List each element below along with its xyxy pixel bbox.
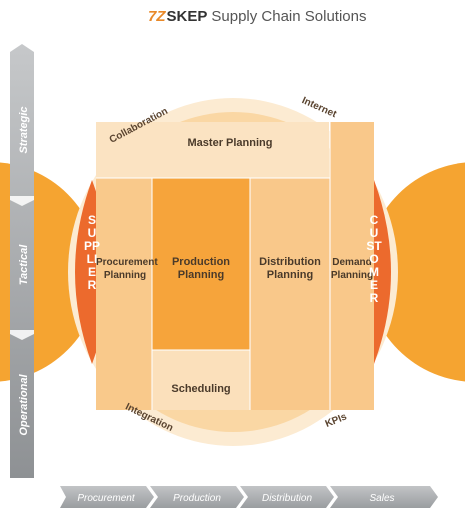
distribution-planning-label: Distribution Planning — [259, 256, 321, 281]
customer-label: CUSTOMER — [366, 213, 382, 305]
flow-label-production: Production — [173, 493, 221, 504]
demand-planning-label: Demand Planning — [330, 257, 374, 281]
flow-arrow-production — [150, 486, 244, 508]
flow-arrows — [60, 486, 438, 508]
procurement-box — [96, 178, 152, 410]
flow-label-distribution: Distribution — [262, 493, 312, 504]
master-planning-box — [96, 122, 329, 178]
flow-arrow-distribution — [240, 486, 334, 508]
flow-label-sales: Sales — [369, 493, 394, 504]
brand-name: SKEP — [166, 8, 208, 25]
procurement-planning-label: Procurement Planning — [96, 257, 158, 281]
supplier-label: SUPPLIER — [84, 213, 101, 292]
flow-label-procurement: Procurement — [77, 493, 135, 504]
level-label-tactical: Tactical — [18, 244, 30, 286]
production-box — [152, 178, 250, 350]
level-label-operational: Operational — [18, 373, 30, 435]
demand-box — [330, 122, 374, 410]
level-arrow — [10, 44, 34, 478]
scheduling-label: Scheduling — [171, 383, 231, 395]
flow-arrow-procurement — [60, 486, 154, 508]
production-planning-label: Production Planning — [171, 256, 231, 281]
scheduling-box — [152, 350, 250, 410]
flow-arrow-sales — [330, 486, 438, 508]
master-planning-label: Master Planning — [187, 137, 273, 149]
distribution-box — [250, 178, 330, 410]
customer-circle — [366, 162, 465, 382]
level-label-strategic: Strategic — [18, 106, 30, 153]
logo-mark: 7Z — [148, 8, 166, 25]
tagline: Supply Chain Solutions — [211, 8, 367, 25]
